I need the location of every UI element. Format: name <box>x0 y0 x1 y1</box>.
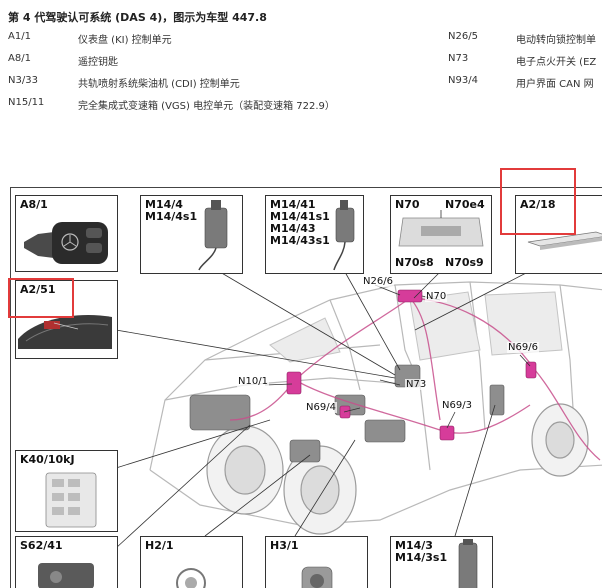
alarm-siren-icon <box>266 537 367 588</box>
box-a8-1-remote-key: A8/1 <box>15 195 118 272</box>
door-lock-actuator-icon <box>141 196 242 273</box>
remote-key-icon <box>16 196 117 271</box>
box-s62-41: S62/41 <box>15 536 118 588</box>
box-m14-41: M14/41 M14/41s1 M14/43 M14/43s1 <box>265 195 364 274</box>
callout-n69-3: N69/3 <box>441 400 473 411</box>
callout-n73: N73 <box>405 379 427 390</box>
box-n70s9-label: N70s9 <box>445 257 484 269</box>
hood-switch-icon <box>16 537 117 588</box>
box-k40-fuse-box: K40/10kJ <box>15 450 118 532</box>
box-h3-1: H3/1 <box>265 536 368 588</box>
callout-n70: N70 <box>425 291 447 302</box>
box-h2-1: H2/1 <box>140 536 243 588</box>
box-m14-4: M14/4 M14/4s1 <box>140 195 243 274</box>
callout-n69-4: N69/4 <box>305 402 337 413</box>
highlight-a2-51 <box>8 278 74 318</box>
callout-n10-1: N10/1 <box>237 376 269 387</box>
horn-icon <box>141 537 242 588</box>
fuse-relay-box-icon <box>16 451 117 531</box>
highlight-a2-18 <box>500 168 576 235</box>
rear-door-lock-icon <box>391 537 492 588</box>
callout-n69-6: N69/6 <box>507 342 539 353</box>
sliding-door-lock-icon <box>266 196 363 273</box>
box-n70s8-label: N70s8 <box>395 257 434 269</box>
box-m14-3: M14/3 M14/3s1 <box>390 536 493 588</box>
box-n70-overhead: N70 N70e4 N70s8 N70s9 <box>390 195 492 274</box>
callout-n26-6: N26/6 <box>362 276 394 287</box>
